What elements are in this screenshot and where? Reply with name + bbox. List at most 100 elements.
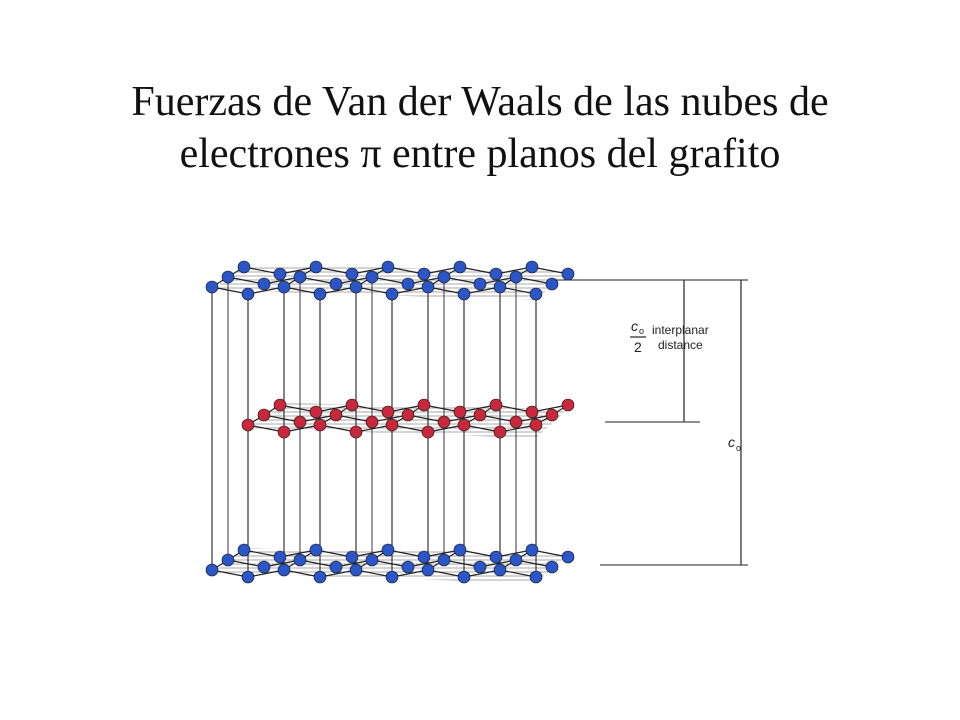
slide-title: Fuerzas de Van der Waals de las nubes de… [0, 76, 960, 180]
carbon-atom-bottom [345, 550, 359, 564]
carbon-atom-middle [329, 408, 343, 422]
c0-label-sub: o [736, 443, 741, 453]
carbon-atom-middle [417, 398, 431, 412]
carbon-atom-top [561, 267, 575, 281]
carbon-atom-middle [437, 415, 451, 429]
carbon-atom-middle [401, 408, 415, 422]
carbon-atom-middle [561, 398, 575, 412]
carbon-atom-middle [457, 418, 471, 432]
carbon-atom-middle [545, 408, 559, 422]
carbon-atom-middle [257, 408, 271, 422]
carbon-atom-bottom [381, 543, 395, 557]
carbon-atom-bottom [309, 543, 323, 557]
carbon-atom-middle [453, 405, 467, 419]
carbon-atom-top [349, 280, 363, 294]
carbon-atom-top [365, 270, 379, 284]
carbon-atom-top [205, 280, 219, 294]
carbon-atom-middle [365, 415, 379, 429]
carbon-atom-middle [241, 418, 255, 432]
carbon-atom-middle [313, 418, 327, 432]
carbon-atom-middle [293, 415, 307, 429]
carbon-atom-top [457, 287, 471, 301]
carbon-atom-bottom [473, 560, 487, 574]
title-line-2: electrones π entre planos del grafito [179, 131, 781, 177]
carbon-atom-middle [381, 405, 395, 419]
carbon-atom-top [493, 280, 507, 294]
carbon-atom-bottom [529, 570, 543, 584]
interplanar-label-line-2: distance [658, 338, 703, 352]
carbon-atom-top [437, 270, 451, 284]
carbon-atom-middle [489, 398, 503, 412]
carbon-atom-bottom [385, 570, 399, 584]
carbon-atom-bottom [241, 570, 255, 584]
carbon-atom-top [221, 270, 235, 284]
carbon-atom-bottom [421, 563, 435, 577]
carbon-atom-middle [273, 398, 287, 412]
carbon-atom-top [277, 280, 291, 294]
carbon-atom-middle [473, 408, 487, 422]
carbon-atom-top [381, 260, 395, 274]
carbon-atom-top [489, 267, 503, 281]
carbon-atom-middle [525, 405, 539, 419]
carbon-atom-bottom [457, 570, 471, 584]
carbon-atom-top [473, 277, 487, 291]
c0-label-main: c [728, 434, 735, 450]
half-c0-numerator-sub: o [639, 326, 644, 336]
carbon-atom-bottom [493, 563, 507, 577]
carbon-atom-top [525, 260, 539, 274]
carbon-atom-middle [277, 425, 291, 439]
carbon-atom-top [241, 287, 255, 301]
carbon-atom-top [345, 267, 359, 281]
carbon-atom-top [293, 270, 307, 284]
carbon-atom-bottom [525, 543, 539, 557]
carbon-atom-bottom [401, 560, 415, 574]
carbon-atom-bottom [313, 570, 327, 584]
carbon-atom-top [453, 260, 467, 274]
carbon-atoms [205, 260, 575, 584]
carbon-atom-middle [345, 398, 359, 412]
carbon-atom-top [509, 270, 523, 284]
carbon-atom-top [421, 280, 435, 294]
carbon-atom-bottom [329, 560, 343, 574]
carbon-atom-bottom [205, 563, 219, 577]
carbon-atom-middle [309, 405, 323, 419]
carbon-atom-middle [349, 425, 363, 439]
interplanar-label-line-1: interplanar [652, 323, 709, 337]
carbon-atom-top [273, 267, 287, 281]
title-line-1: Fuerzas de Van der Waals de las nubes de [131, 79, 829, 125]
carbon-atom-bottom [221, 553, 235, 567]
carbon-atom-middle [529, 418, 543, 432]
carbon-atom-top [385, 287, 399, 301]
carbon-atom-middle [385, 418, 399, 432]
carbon-atom-top [309, 260, 323, 274]
carbon-atom-bottom [293, 553, 307, 567]
carbon-atom-bottom [365, 553, 379, 567]
half-c0-numerator: c [631, 318, 638, 334]
carbon-atom-bottom [273, 550, 287, 564]
carbon-atom-bottom [509, 553, 523, 567]
carbon-atom-bottom [349, 563, 363, 577]
carbon-atom-middle [493, 425, 507, 439]
carbon-atom-top [545, 277, 559, 291]
carbon-atom-top [237, 260, 251, 274]
carbon-atom-middle [509, 415, 523, 429]
graphite-svg: c o 2 interplanar distance c o [205, 260, 748, 584]
half-c0-label: c o 2 interplanar distance [630, 318, 709, 355]
carbon-atom-bottom [437, 553, 451, 567]
carbon-atom-top [529, 287, 543, 301]
carbon-atom-bottom [545, 560, 559, 574]
graphite-structure-diagram: c o 2 interplanar distance c o [200, 215, 752, 593]
carbon-atom-bottom [561, 550, 575, 564]
carbon-atom-top [313, 287, 327, 301]
carbon-atom-bottom [417, 550, 431, 564]
half-c0-denominator: 2 [634, 339, 642, 355]
carbon-atom-top [257, 277, 271, 291]
carbon-atom-bottom [489, 550, 503, 564]
carbon-atom-middle [421, 425, 435, 439]
carbon-atom-bottom [453, 543, 467, 557]
carbon-atom-bottom [257, 560, 271, 574]
dimension-markers [555, 279, 748, 566]
carbon-atom-top [417, 267, 431, 281]
c0-label: c o [728, 434, 741, 453]
carbon-atom-bottom [277, 563, 291, 577]
